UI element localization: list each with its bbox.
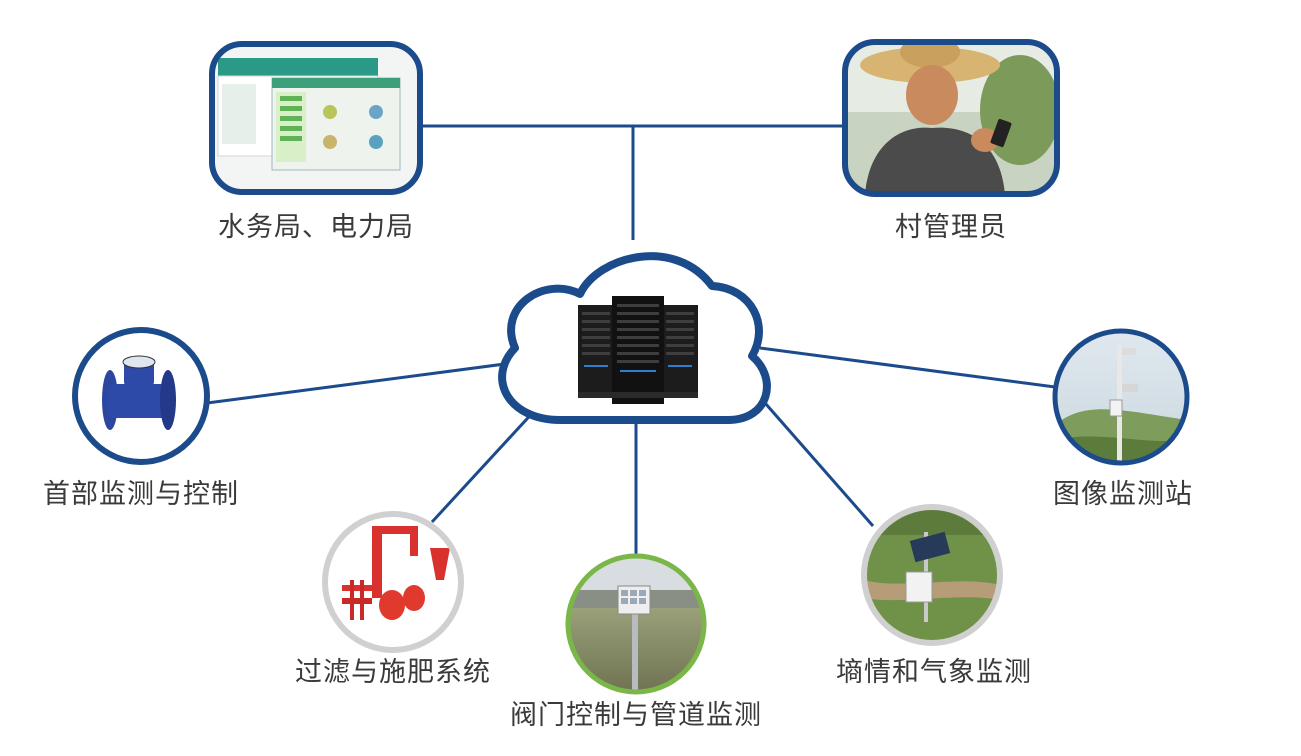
farmer-with-phone-photo [845, 42, 1057, 194]
node-head-monitoring [72, 327, 210, 465]
node-image-station [1052, 328, 1190, 466]
connection-lines [206, 124, 1056, 556]
label-village-admin: 村管理员 [895, 212, 1007, 243]
label-filter-fertilizer: 过滤与施肥系统 [295, 657, 491, 688]
label-soil-weather: 墒情和气象监测 [836, 657, 1032, 688]
node-village-admin [842, 39, 1060, 197]
label-water-bureau: 水务局、电力局 [218, 212, 414, 243]
line-to-image [759, 346, 1056, 389]
node-filter-fertilizer [322, 511, 464, 653]
water-meter-icon [102, 355, 176, 430]
node-water-bureau [209, 41, 423, 195]
node-valve-pipeline [565, 553, 707, 695]
server-rack-icon [578, 296, 698, 404]
line-to-soil [756, 394, 875, 527]
line-to-head [206, 360, 521, 405]
cloud-server-icon [498, 252, 771, 424]
label-valve-pipeline: 阀门控制与管道监测 [510, 700, 762, 731]
label-image-station: 图像监测站 [1053, 479, 1193, 510]
software-screenshot-icon [212, 44, 420, 192]
label-head-monitoring: 首部监测与控制 [43, 479, 239, 510]
line-to-filter [430, 406, 539, 524]
filter-system-icon [342, 526, 450, 620]
node-soil-weather [861, 504, 1003, 646]
